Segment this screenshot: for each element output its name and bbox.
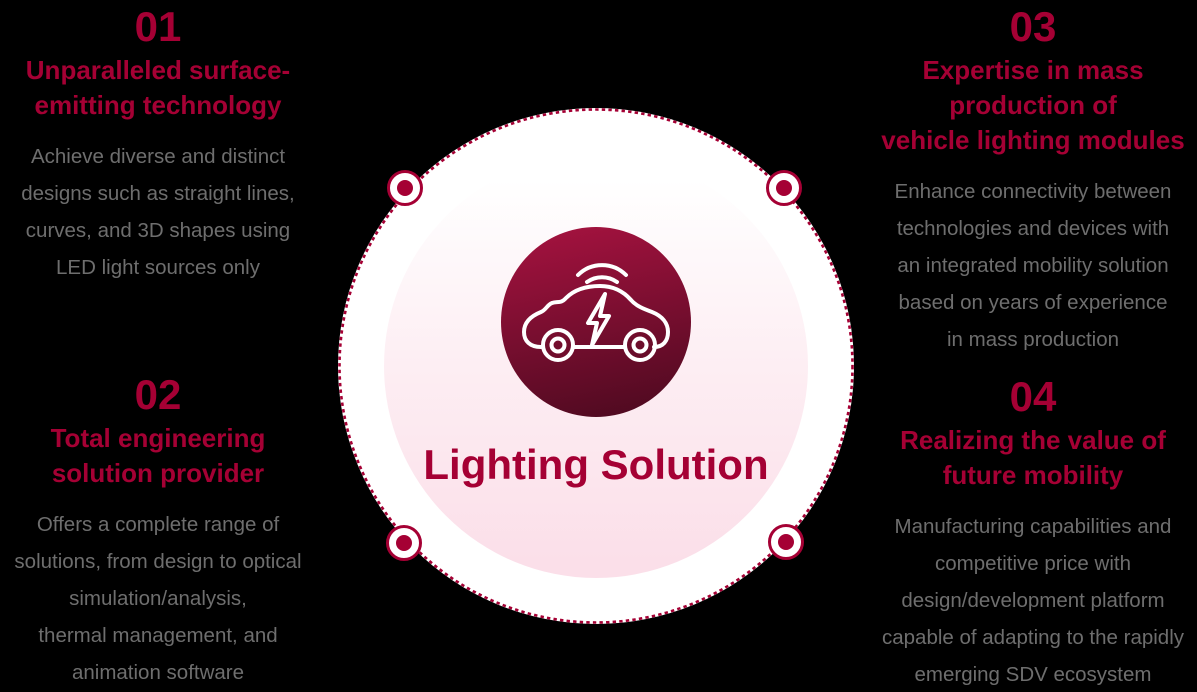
section-description: Offers a complete range of solutions, fr…	[14, 513, 302, 684]
front-wheel	[541, 328, 575, 362]
central-hub-circle: Lighting Solution	[338, 108, 854, 624]
section-description: Achieve diverse and distinct designs suc…	[21, 145, 295, 279]
section-number: 01	[134, 3, 182, 50]
connector-dot-bottom-right	[768, 524, 804, 560]
section-number: 04	[1009, 373, 1057, 420]
rear-wheel-hub	[631, 336, 649, 354]
connector-dot-core	[397, 180, 413, 196]
section-title: Realizing the value of future mobility	[900, 425, 1166, 490]
section-description: Enhance connectivity between technologie…	[894, 180, 1172, 351]
section-title: Expertise in mass production of vehicle …	[881, 55, 1185, 155]
signal-inner-arc	[585, 275, 619, 284]
connector-dot-core	[396, 535, 412, 551]
feature-section-03: 03 Expertise in mass production of vehic…	[868, 4, 1197, 358]
icon-circle	[501, 227, 691, 417]
connected-electric-car-icon	[522, 263, 670, 362]
lightning-bolt-icon	[586, 292, 611, 347]
feature-section-01: 01 Unparalleled surface- emitting techno…	[0, 4, 316, 286]
connector-dot-top-right	[766, 170, 802, 206]
connector-dot-core	[776, 180, 792, 196]
front-wheel-hub	[549, 336, 567, 354]
section-number: 03	[1009, 3, 1057, 50]
signal-outer-arc	[576, 263, 628, 277]
connector-dot-top-left	[387, 170, 423, 206]
connector-dot-core	[778, 534, 794, 550]
feature-section-02: 02 Total engineering solution provider O…	[0, 372, 316, 691]
car-body	[522, 284, 670, 349]
dotted-ring	[338, 108, 854, 624]
section-title: Unparalleled surface- emitting technolog…	[25, 55, 291, 120]
hub-title: Lighting Solution	[423, 441, 769, 488]
section-number: 02	[134, 371, 182, 418]
section-description: Manufacturing capabilities and competiti…	[881, 515, 1185, 686]
connector-dot-bottom-left	[386, 525, 422, 561]
section-title: Total engineering solution provider	[50, 423, 266, 488]
rear-wheel	[623, 328, 657, 362]
feature-section-04: 04 Realizing the value of future mobilit…	[868, 374, 1197, 692]
